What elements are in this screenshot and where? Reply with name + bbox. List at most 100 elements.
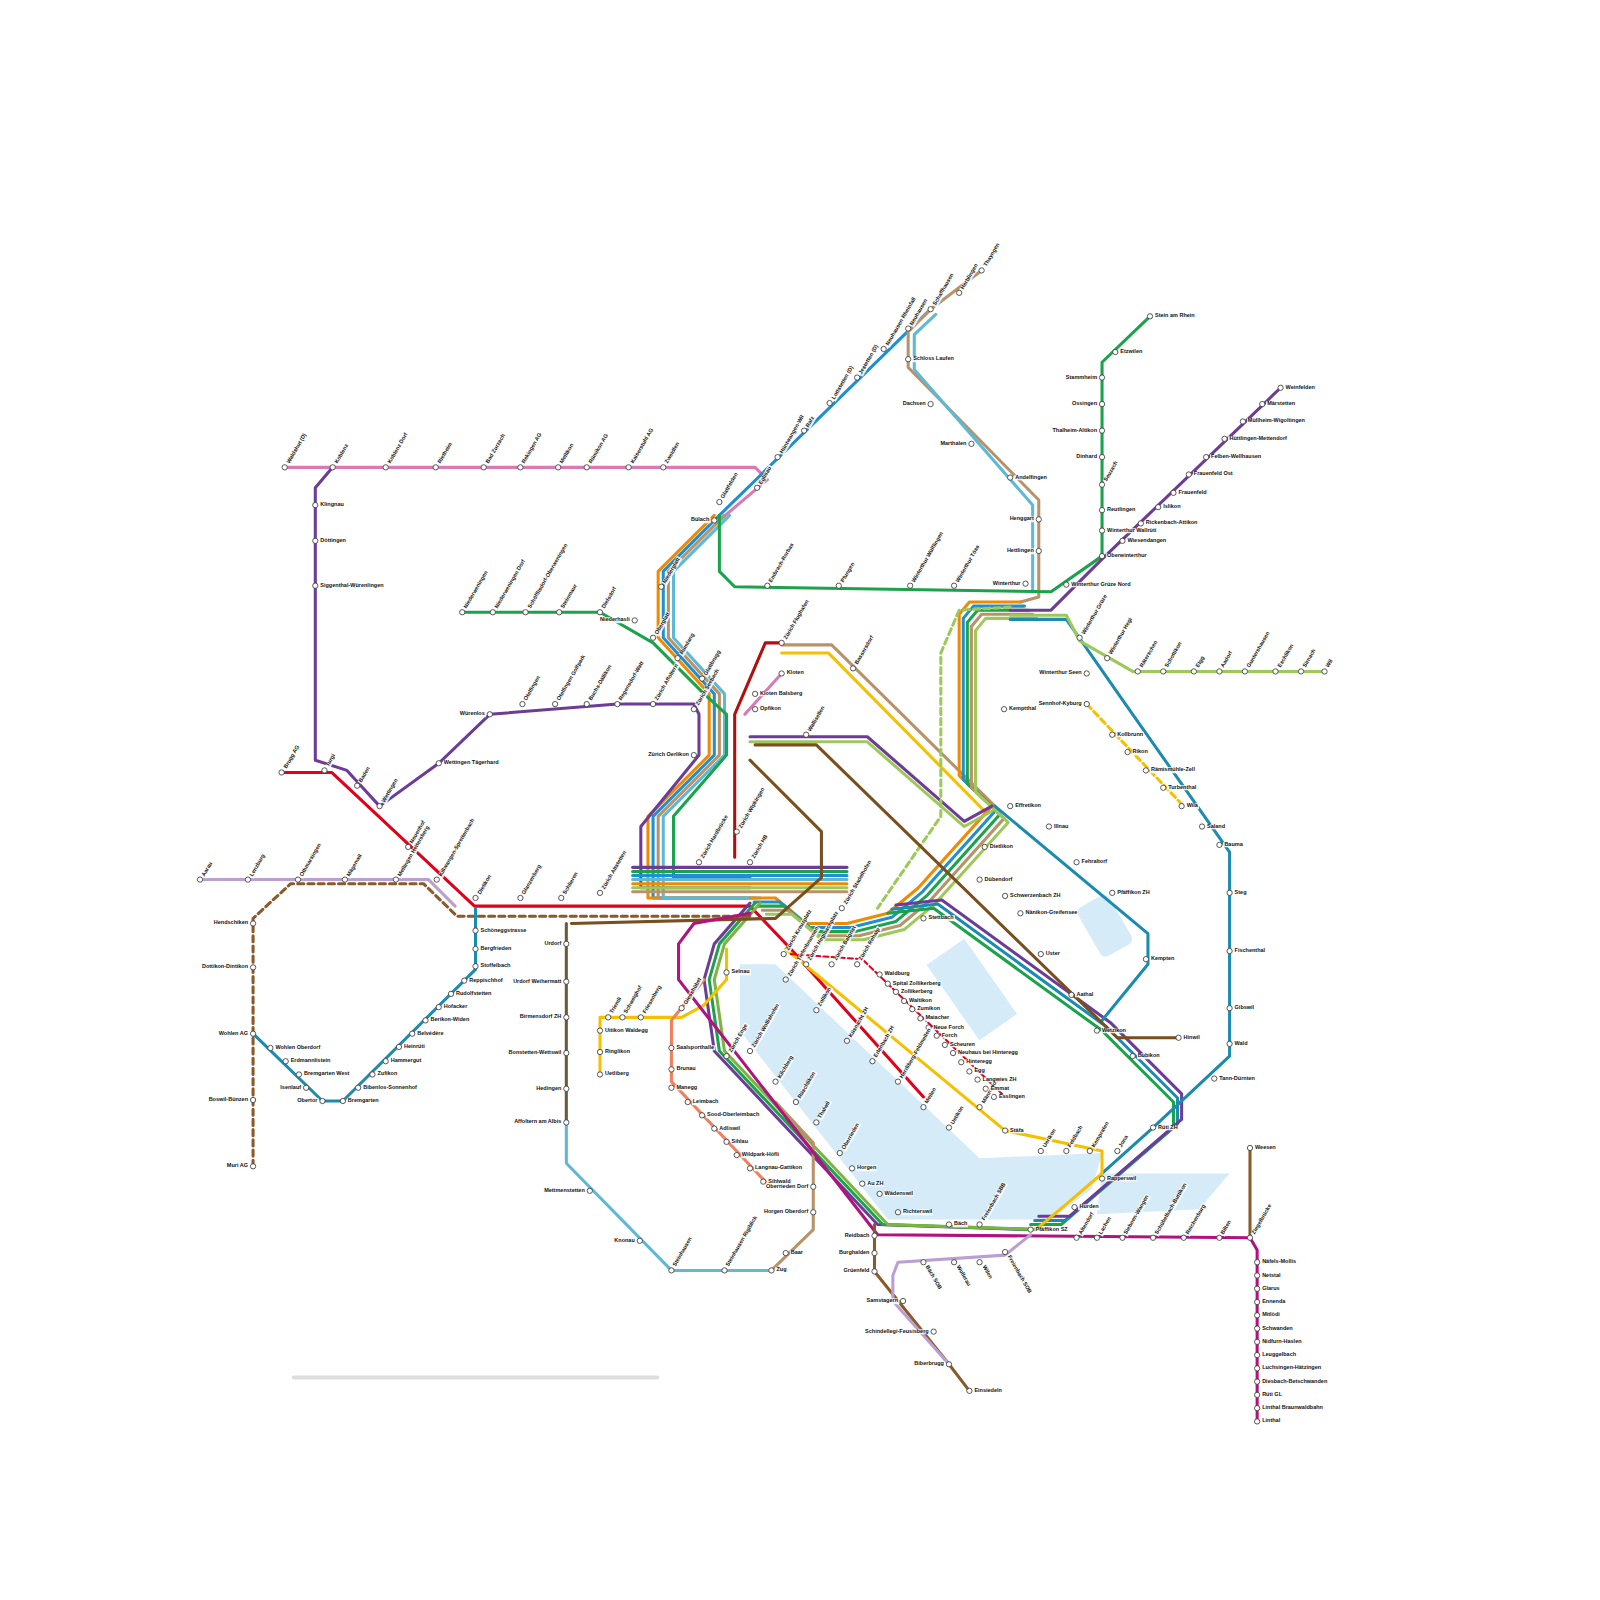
station-label: Reichenburg	[1184, 1203, 1207, 1237]
station-label: Winterthur	[992, 581, 1022, 587]
station-dot	[436, 1004, 441, 1009]
station-label: Wiesendangen	[1126, 538, 1167, 544]
station-dot	[803, 732, 808, 737]
station-dot	[552, 701, 557, 706]
station-label: Hurden	[1078, 1204, 1099, 1210]
station-label: Lottstetten (D)	[830, 364, 855, 401]
station-label: Wilen	[980, 1264, 993, 1281]
rail-line	[755, 745, 1178, 1038]
station-label: Adliswil	[718, 1126, 741, 1132]
station-dot	[950, 1050, 955, 1055]
station-dot	[717, 499, 722, 504]
station-label: Egg	[973, 1069, 985, 1075]
station-dot	[564, 1015, 569, 1020]
station-dot	[1254, 1392, 1259, 1397]
station-label: Eschlikon	[1276, 643, 1295, 670]
station-label: Uitikon Waldegg	[604, 1028, 649, 1034]
station-dot	[754, 485, 759, 490]
station-label: Seuzach	[1103, 459, 1120, 483]
station-label: Schöneggstrasse	[480, 928, 528, 934]
station-dot	[597, 1049, 602, 1054]
station-dot	[906, 326, 911, 331]
station-label: Bad Zurzach	[484, 433, 506, 466]
station-dot	[1135, 669, 1140, 674]
station-label: Dietlikon	[989, 844, 1014, 850]
station-dot	[473, 895, 478, 900]
station-dot	[473, 946, 478, 951]
station-dot	[1247, 1235, 1252, 1240]
station-label: Scheuren	[949, 1042, 976, 1048]
station-label: Grüenfeld	[843, 1269, 871, 1275]
station-label: Elgg	[1194, 655, 1206, 670]
station-label: Saland	[1206, 824, 1226, 830]
station-dot	[1120, 538, 1125, 543]
station-label: Wettingen	[380, 777, 399, 804]
station-label: Samstagern	[866, 1298, 900, 1304]
station-label: Reutlingen	[1106, 507, 1136, 513]
station-dot	[1002, 1128, 1007, 1133]
station-label: Nidfurn-Haslen	[1261, 1339, 1302, 1345]
station-label: Kemptthal	[1008, 706, 1037, 712]
station-label: Kilchberg	[776, 1054, 794, 1080]
station-dot	[330, 465, 335, 470]
station-dot	[320, 1098, 325, 1103]
station-label: Neuhaus bei Hinteregg	[957, 1050, 1019, 1056]
station-dot	[393, 877, 398, 882]
station-dot	[1008, 475, 1013, 480]
station-dot	[959, 1060, 964, 1065]
station-dot	[872, 1233, 877, 1238]
station-label: Niederhasli	[599, 618, 631, 624]
station-dot	[934, 1033, 939, 1038]
station-label: Sennhof-Kyburg	[1038, 701, 1083, 707]
station-label: Hüttlingen-Mettendorf	[1228, 436, 1287, 442]
rail-line	[679, 913, 1258, 1421]
station-dot	[1125, 749, 1130, 754]
station-dot	[597, 890, 602, 895]
station-label: Rümikon AG	[587, 433, 609, 466]
rail-line	[571, 760, 821, 923]
station-label: Henggart	[1009, 517, 1035, 523]
station-dot	[928, 307, 933, 312]
station-dot	[752, 707, 757, 712]
station-label: Steinmaur	[560, 583, 579, 611]
station-label: Wila	[1186, 803, 1199, 809]
station-dot	[523, 610, 528, 615]
station-label: Märstetten	[1266, 401, 1296, 407]
station-dot	[1203, 454, 1208, 459]
station-label: Wald	[1234, 1041, 1249, 1047]
station-label: Schindellegi-Feusisberg	[864, 1329, 930, 1335]
station-dot	[854, 375, 859, 380]
station-dot	[410, 1031, 415, 1036]
station-label: Othmarsingen	[299, 841, 323, 878]
station-label: Herrliberg-Feldmeilen	[899, 1026, 933, 1080]
station-label: Rafz	[805, 414, 817, 429]
station-label: Frauenfeld	[1177, 490, 1207, 496]
station-dot	[1099, 482, 1104, 487]
station-dot	[1143, 768, 1148, 773]
station-label: Ossingen	[1071, 401, 1098, 407]
scale-bar	[292, 1376, 659, 1380]
rail-line	[633, 870, 847, 873]
station-dot	[1227, 1006, 1232, 1011]
station-dot	[1247, 1145, 1252, 1150]
station-dot	[977, 1104, 982, 1109]
station-dot	[564, 979, 569, 984]
station-label: Fehraltorf	[1081, 859, 1109, 865]
lake	[1075, 892, 1134, 958]
station-label: Killwangen-Spreitenbach	[437, 817, 476, 878]
station-label: Kloten Balsberg	[759, 691, 803, 697]
station-dot	[564, 1086, 569, 1091]
station-dot	[1110, 732, 1115, 737]
station-dot	[747, 1166, 752, 1171]
station-dot	[1023, 581, 1028, 586]
station-label: Bäch SOB	[924, 1264, 943, 1292]
station-dot	[803, 962, 808, 967]
station-label: Sood-Oberleimbach	[706, 1113, 760, 1119]
station-label: Hendschiken	[213, 921, 249, 927]
station-dot	[967, 1388, 972, 1393]
station-dot	[685, 1099, 690, 1104]
station-label: Felben-Wellhausen	[1210, 454, 1262, 460]
station-dot	[564, 1050, 569, 1055]
